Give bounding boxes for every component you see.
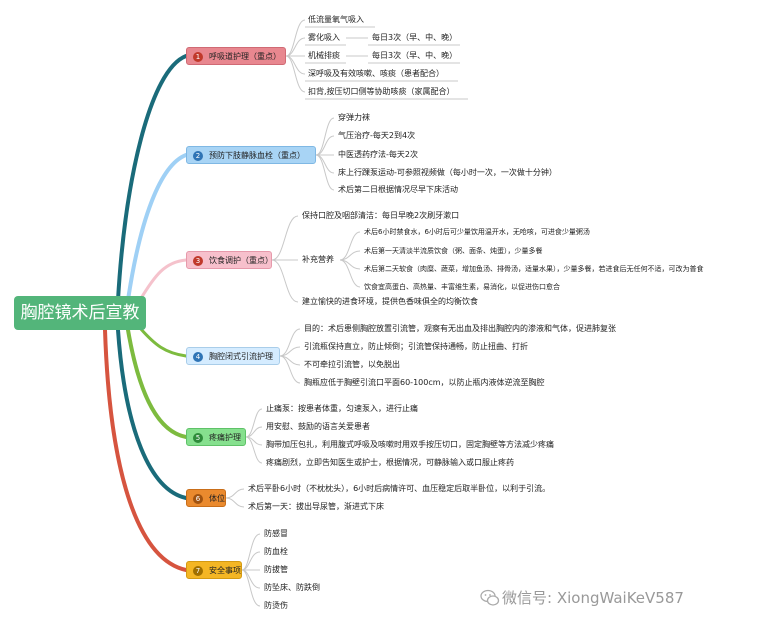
branch-label: 胸腔闭式引流护理 [209,352,273,361]
leaf-b1-4: 扣背,按压切口侧等协助咳痰（家属配合） [308,87,455,96]
leaf-b5-2: 胸带加压包扎，利用腹式呼吸及咳嗽时用双手按压切口，固定胸壁等方法减少疼痛 [266,440,554,449]
branch-label: 体位 [209,494,225,503]
number-badge: 4 [193,352,203,362]
branch-chest-drainage: 4 胸腔闭式引流护理 [186,347,280,365]
root-to-b7-line [103,328,188,572]
branch-label: 呼吸道护理（重点） [209,52,281,61]
root-to-b4-line [138,326,188,358]
root-to-b1-line [116,54,188,302]
leaf-b3-1-sub-3: 饮食宜高蛋白、高热量、丰富维生素，易消化，以促进伤口愈合 [364,283,560,291]
leaf-b4-3: 胸瓶应低于胸壁引流口平面60-100cm，以防止瓶内液体逆流至胸腔 [304,378,545,387]
leaf-b1-1: 雾化吸入 [308,33,340,42]
wechat-icon [480,589,500,606]
branch-label: 安全事项 [209,566,241,575]
number-badge: 3 [193,256,203,266]
leaf-b1-0: 低流量氧气吸入 [308,15,364,24]
leaf-b2-1: 气压治疗-每天2到4次 [338,131,416,140]
number-badge: 1 [193,52,203,62]
number-badge: 5 [193,433,203,443]
branch-respiratory-care: 1 呼吸道护理（重点） [186,47,286,65]
leaf-b2-3: 床上行踝泵运动-可参照视频做（每小时一次，一次做十分钟） [338,168,557,177]
root-to-b2-line [126,153,188,302]
leaf-b2-0: 穿弹力袜 [338,113,370,122]
branch-position: 6 体位 [186,489,226,507]
branch-dvt-prevention: 2 预防下肢静脉血栓（重点） [186,146,316,164]
leaf-b3-1: 补充营养 [302,255,334,264]
leaf-b3-0: 保持口腔及咽部清洁：每日早晚2次刷牙漱口 [302,211,460,220]
root-to-b5-line [126,328,188,439]
branch-label: 预防下肢静脉血栓（重点） [209,151,305,160]
number-badge: 7 [193,566,203,576]
leaf-b3-2: 建立愉快的进食环境，提供色香味俱全的均衡饮食 [302,297,478,306]
leaf-b5-3: 疼痛剧烈，立即告知医生或护士，根据情况，可静脉输入或口服止疼药 [266,458,514,467]
branch-pain-care: 5 疼痛护理 [186,428,246,446]
leaf-b7-0: 防感冒 [264,529,288,538]
leaf-b1-2: 机械排痰 [308,51,340,60]
root-to-b6-line [116,328,188,500]
number-badge: 6 [193,494,203,504]
watermark-text: 微信号: XiongWaiKeV587 [502,589,684,607]
leaf-b1-2-sub: 每日3次（早、中、晚） [372,51,458,60]
leaf-b1-1-sub: 每日3次（早、中、晚） [372,33,458,42]
branch-label: 疼痛护理 [209,433,241,442]
branch-diet-care: 3 饮食调护（重点） [186,251,273,269]
leaf-b2-4: 术后第二日根据情况尽早下床活动 [338,185,458,194]
leaf-b3-1-sub-1: 术后第一天清淡半流质饮食（粥、面条、炖蛋），少量多餐 [364,247,543,255]
leaf-b6-1: 术后第一天：拔出导尿管，渐进式下床 [248,502,384,511]
number-badge: 2 [193,151,203,161]
root-topic: 胸腔镜术后宣教 [14,296,146,330]
leaf-b5-1: 用安慰、鼓励的语言关爱患者 [266,422,370,431]
leaf-b1-3: 深呼吸及有效咳嗽、咳痰（患者配合） [308,69,444,78]
leaf-b2-2: 中医透药疗法-每天2次 [338,150,418,159]
leaf-b3-1-sub-0: 术后6小时禁食水，6小时后可少量饮用温开水，无呛咳，可进食少量粥汤 [364,228,590,236]
leaf-b7-4: 防烫伤 [264,601,288,610]
leaf-b7-3: 防坠床、防跌倒 [264,583,320,592]
leaf-b4-1: 引流瓶保持直立，防止倾倒；引流管保持通畅，防止扭曲、打折 [304,342,528,351]
root-to-b3-line [138,258,188,302]
leaf-b4-2: 不可牵拉引流管，以免脱出 [304,360,400,369]
leaf-b7-1: 防血栓 [264,547,288,556]
leaf-b3-1-sub-2: 术后第二天软食（肉糜、蔬菜，增加鱼汤、排骨汤，适量水果），少量多餐，若进食后无任… [364,265,704,273]
leaf-b5-0: 止痛泵：按患者体重，匀速泵入，进行止痛 [266,404,418,413]
branch-label: 饮食调护（重点） [209,256,273,265]
leaf-b6-0: 术后平卧6小时（不枕枕头），6小时后病情许可、血压稳定后取半卧位，以利于引流。 [248,484,551,493]
leaf-b7-2: 防拔管 [264,565,288,574]
leaf-b4-0: 目的：术后患侧胸腔放置引流管，观察有无出血及排出胸腔内的渗液和气体，促进肺复张 [304,324,616,333]
branch-safety: 7 安全事项 [186,561,242,579]
